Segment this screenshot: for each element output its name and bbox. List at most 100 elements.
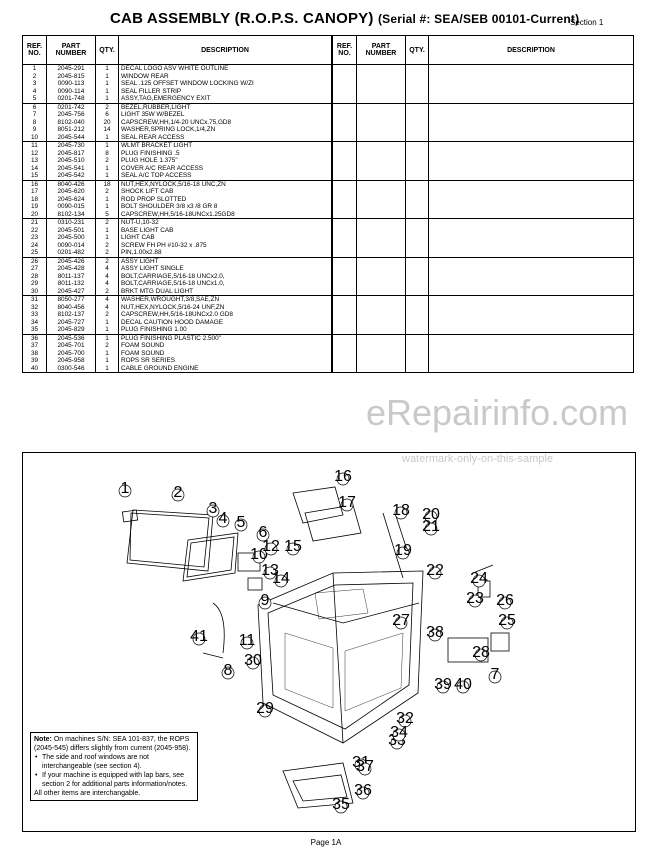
cell-qty: 4	[95, 280, 119, 288]
col-header-part-right: PART NUMBER	[356, 35, 406, 65]
cell-ref: 33	[22, 311, 47, 319]
cell-empty	[356, 241, 406, 249]
cell-empty	[332, 195, 357, 203]
cell-empty	[356, 303, 406, 311]
cell-empty	[332, 226, 357, 234]
cell-ref: 10	[22, 133, 47, 142]
callout-label: 12	[262, 538, 280, 555]
cell-qty: 1	[95, 349, 119, 357]
table-row-empty	[332, 126, 634, 134]
cell-part: 2045-544	[46, 133, 96, 142]
cell-desc: PLUG FINISHING PLASTIC 2.500"	[118, 334, 332, 342]
callout-label: 40	[454, 676, 472, 693]
cell-desc: NUT-U,10-32	[118, 218, 332, 227]
cell-empty	[428, 80, 634, 88]
cell-empty	[405, 280, 429, 288]
cell-qty: 6	[95, 111, 119, 119]
cell-empty	[356, 342, 406, 350]
table-row-empty	[332, 218, 634, 227]
table-row-empty	[332, 203, 634, 211]
cell-empty	[428, 141, 634, 150]
cell-qty: 1	[95, 326, 119, 335]
callout-circle	[394, 506, 408, 520]
cell-desc: DECAL CAUTION HOOD DAMAGE	[118, 318, 332, 326]
table-row-empty	[332, 188, 634, 196]
cell-part: 8040-426	[46, 180, 96, 188]
cell-desc: CAPSCREW,HH,5/16-18UNCx2.0 GD8	[118, 311, 332, 319]
cell-empty	[405, 349, 429, 357]
cell-empty	[356, 226, 406, 234]
cell-empty	[356, 210, 406, 219]
callout-circle	[274, 574, 288, 588]
cell-ref: 38	[22, 349, 47, 357]
cell-ref: 23	[22, 234, 47, 242]
cell-ref: 16	[22, 180, 47, 188]
cell-empty	[332, 180, 357, 188]
table-row-empty	[332, 334, 634, 342]
callout-label: 35	[332, 796, 350, 813]
cell-empty	[356, 364, 406, 373]
callout-circle	[428, 628, 442, 642]
callout-label: 19	[394, 542, 412, 559]
cell-empty	[356, 72, 406, 80]
cell-empty	[332, 249, 357, 258]
cell-empty	[428, 210, 634, 219]
cell-empty	[405, 210, 429, 219]
cell-empty	[405, 357, 429, 365]
cell-ref: 8	[22, 118, 47, 126]
cell-empty	[428, 72, 634, 80]
cell-ref: 17	[22, 188, 47, 196]
cell-desc: CAPSCREW,HH,1/4-20 UNCx.75,GD8	[118, 118, 332, 126]
cell-desc: BEZEL,RUBBER,LIGHT	[118, 103, 332, 111]
callout-circle	[396, 546, 410, 560]
cell-ref: 28	[22, 272, 47, 280]
cell-desc: WASHER,WROUGHT,3/8,SAE,ZN	[118, 295, 332, 304]
cell-empty	[405, 318, 429, 326]
cell-qty: 1	[95, 172, 119, 181]
cell-qty: 1	[95, 141, 119, 150]
cell-qty: 2	[95, 287, 119, 296]
table-row-empty	[332, 172, 634, 181]
cell-ref: 24	[22, 241, 47, 249]
cell-empty	[428, 149, 634, 157]
cell-ref: 19	[22, 203, 47, 211]
table-row-empty	[332, 133, 634, 142]
cell-empty	[405, 64, 429, 73]
cell-part: 0090-015	[46, 203, 96, 211]
callout-circle	[436, 680, 450, 694]
note-outro: All other items are interchangable.	[34, 790, 141, 797]
callout-circle	[258, 596, 272, 610]
table-row-empty	[332, 280, 634, 288]
cell-empty	[405, 80, 429, 88]
cell-part: 2045-701	[46, 342, 96, 350]
col-header-desc-right: DESCRIPTION	[428, 35, 634, 65]
callout-label: 1	[121, 480, 130, 497]
callout-circle	[264, 542, 278, 556]
cell-empty	[332, 280, 357, 288]
table-row-empty	[332, 164, 634, 172]
table-row-empty	[332, 326, 634, 335]
callout-circle	[234, 518, 248, 532]
cell-part: 0090-014	[46, 241, 96, 249]
note-intro-text: On machines S/N: SEA 101-837, the ROPS (…	[34, 736, 191, 752]
cell-part: 2045-536	[46, 334, 96, 342]
cell-part: 2045-426	[46, 257, 96, 265]
col-header-ref: REF. NO.	[22, 35, 47, 65]
callout-label: 41	[190, 628, 208, 645]
cell-empty	[356, 172, 406, 181]
cell-empty	[405, 257, 429, 265]
cell-empty	[332, 172, 357, 181]
cell-empty	[428, 180, 634, 188]
col-header-ref-right: REF. NO.	[332, 35, 357, 65]
callout-circle	[498, 596, 512, 610]
cell-empty	[332, 157, 357, 165]
cell-empty	[428, 126, 634, 134]
